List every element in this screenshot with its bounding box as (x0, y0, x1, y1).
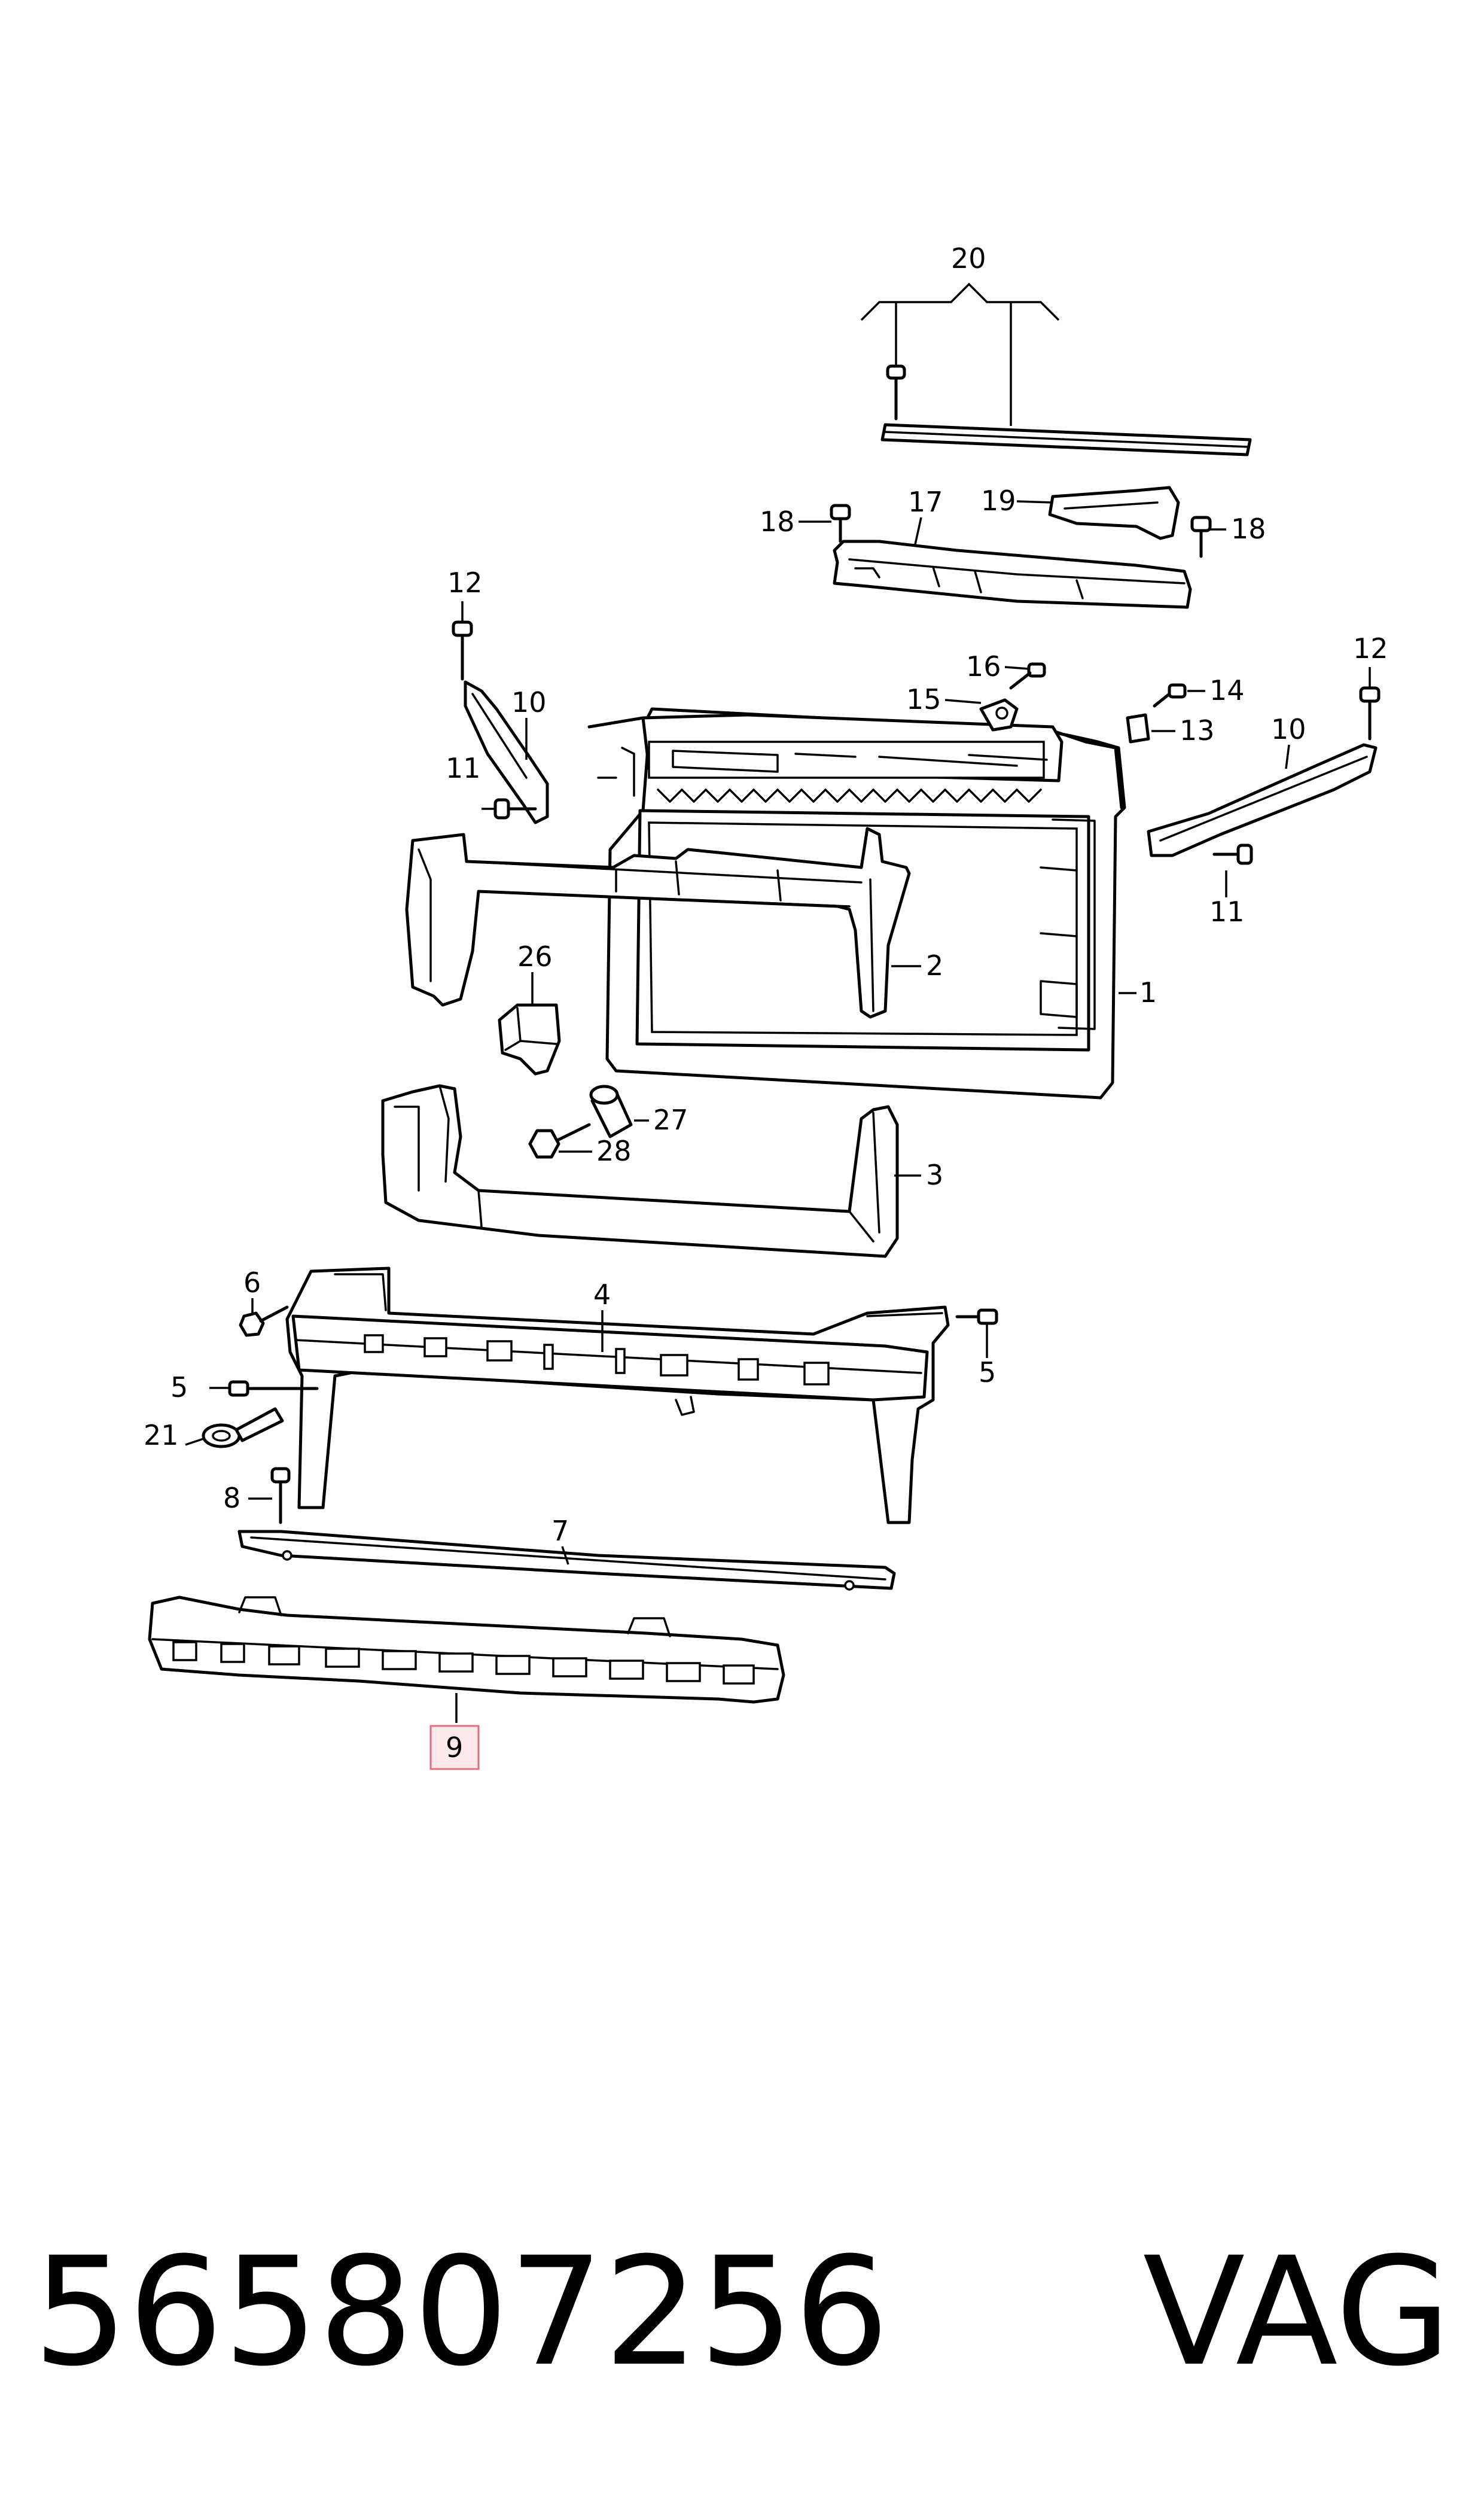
callout-11-right: 11 (1209, 896, 1245, 928)
part-14-screw (1153, 683, 1187, 708)
callout-5-right: 5 (979, 1356, 996, 1389)
callout-12-left: 12 (447, 567, 483, 599)
part-10-bracket-right (1147, 743, 1378, 857)
part-26-bracket (498, 1003, 561, 1076)
callout-3: 3 (926, 1159, 943, 1191)
callout-15: 15 (906, 683, 941, 715)
part-18-screw-right (1190, 516, 1212, 558)
part-4-slots (364, 1334, 830, 1386)
leader-lines (185, 500, 1371, 1723)
callout-13: 13 (1180, 714, 1215, 747)
part-17-upper-cover (833, 540, 1192, 609)
callout-17: 17 (908, 486, 943, 518)
part-5-bolt-right (955, 1308, 998, 1325)
callout-9-highlight-box (429, 1725, 480, 1770)
callout-2: 2 (926, 949, 943, 982)
part-28-bolt (528, 1123, 591, 1159)
part-8-screw (270, 1467, 291, 1524)
callout-7: 7 (551, 1515, 569, 1547)
callout-1: 1 (1139, 976, 1157, 1009)
callout-12-right: 12 (1353, 632, 1388, 665)
callout-4: 4 (593, 1278, 611, 1311)
callout-18-right: 18 (1231, 513, 1266, 545)
part-12-screw-left (452, 620, 473, 681)
part-27-nut (589, 1085, 633, 1138)
callout-19: 19 (981, 485, 1016, 517)
callout-5-left: 5 (170, 1371, 188, 1403)
part-4-bumper-crossbar (285, 1266, 950, 1524)
part-16-screw (1009, 662, 1046, 690)
part-20-screw (886, 364, 906, 421)
callout-9: 9 (446, 1731, 463, 1764)
part-3-lower-frame (381, 1084, 899, 1258)
part-9-energy-absorber (148, 1596, 785, 1704)
callout-14: 14 (1209, 674, 1245, 707)
part-2-cross-member (405, 827, 911, 1019)
part-20-seal-strip (860, 282, 1252, 456)
part-12-screw-right (1359, 686, 1381, 741)
part-6-bolt (239, 1305, 289, 1337)
callout-6: 6 (243, 1266, 261, 1299)
part-19-bracket (1048, 486, 1180, 540)
callout-20: 20 (951, 242, 986, 275)
part-15-clip (979, 698, 1019, 732)
part-10-bracket-left (464, 680, 549, 824)
part-13-clip (1126, 713, 1150, 744)
callout-18-left: 18 (760, 506, 795, 538)
callout-10-right: 10 (1271, 713, 1306, 745)
part-number: 565807256 (33, 2225, 889, 2399)
callout-labels: 1 2 3 4 5 5 6 7 8 9 10 10 11 11 12 12 13… (144, 242, 1388, 1770)
callout-8: 8 (223, 1482, 240, 1514)
callout-10-left: 10 (511, 686, 547, 718)
part-11-screw-right (1212, 844, 1253, 865)
part-9-cells (172, 1641, 755, 1685)
callout-26: 26 (517, 940, 553, 973)
part-21-tow-eye (202, 1407, 284, 1448)
brand-label: VAG (1142, 2225, 1451, 2399)
callout-27: 27 (653, 1104, 688, 1136)
callout-21: 21 (144, 1419, 179, 1451)
part-5-bolt-left (228, 1380, 319, 1397)
callout-28: 28 (596, 1135, 632, 1167)
callout-11-left: 11 (446, 752, 481, 784)
callout-16: 16 (966, 650, 1001, 683)
part-18-screw-left (830, 504, 851, 543)
